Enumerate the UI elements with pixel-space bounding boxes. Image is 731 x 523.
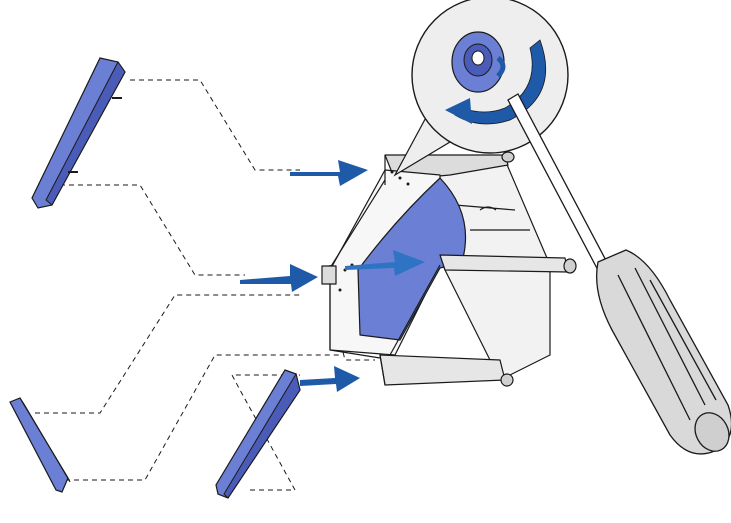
screwdriver-grip-line: [617, 274, 691, 421]
arrow-middle: [240, 264, 318, 292]
frame-foot: [500, 373, 514, 387]
frame-edge: [329, 179, 386, 269]
screwdriver-grip-line: [634, 267, 706, 406]
cover-panel-icon: [215, 369, 301, 499]
insert-arrow-icon: [240, 160, 425, 392]
panel-bottom-left-edge: [19, 397, 71, 483]
frame-foot: [501, 151, 515, 163]
rotate-arrow-small: [496, 56, 506, 78]
frame-foot: [563, 258, 577, 274]
frame-edge: [329, 349, 381, 359]
frame-front-rail: [439, 254, 569, 273]
arrow-top: [290, 160, 368, 186]
guide-line-bottom-left: [65, 354, 340, 481]
cover-panel-icon: [9, 397, 71, 493]
cover-panel-icon: [31, 57, 126, 209]
screwdriver-end: [694, 412, 730, 452]
frame-front-plate: [379, 354, 506, 386]
frame-edge: [379, 354, 386, 386]
panel-bottom-left-face: [9, 397, 69, 493]
rotate-arrow-head: [445, 98, 472, 124]
panel-bottom-right-edge: [223, 372, 301, 499]
frame-edge: [389, 264, 441, 356]
guide-line-left-panel-low: [35, 294, 300, 414]
frame-bracket: [321, 265, 337, 285]
guide-line-left-panel-mid: [60, 184, 245, 276]
frame-assembly: [321, 151, 577, 387]
panel-top-left-edge: [45, 61, 126, 206]
knob-icon: [451, 31, 505, 93]
guide-line-bottom-right-panel: [231, 374, 300, 491]
arrow-inside: [345, 250, 425, 276]
arrow-lower: [300, 366, 360, 392]
screwdriver-icon: [507, 93, 731, 455]
frame-slot: [479, 206, 497, 211]
guide-line-top-panel: [130, 79, 300, 171]
screwdriver-grip-line: [649, 279, 717, 401]
